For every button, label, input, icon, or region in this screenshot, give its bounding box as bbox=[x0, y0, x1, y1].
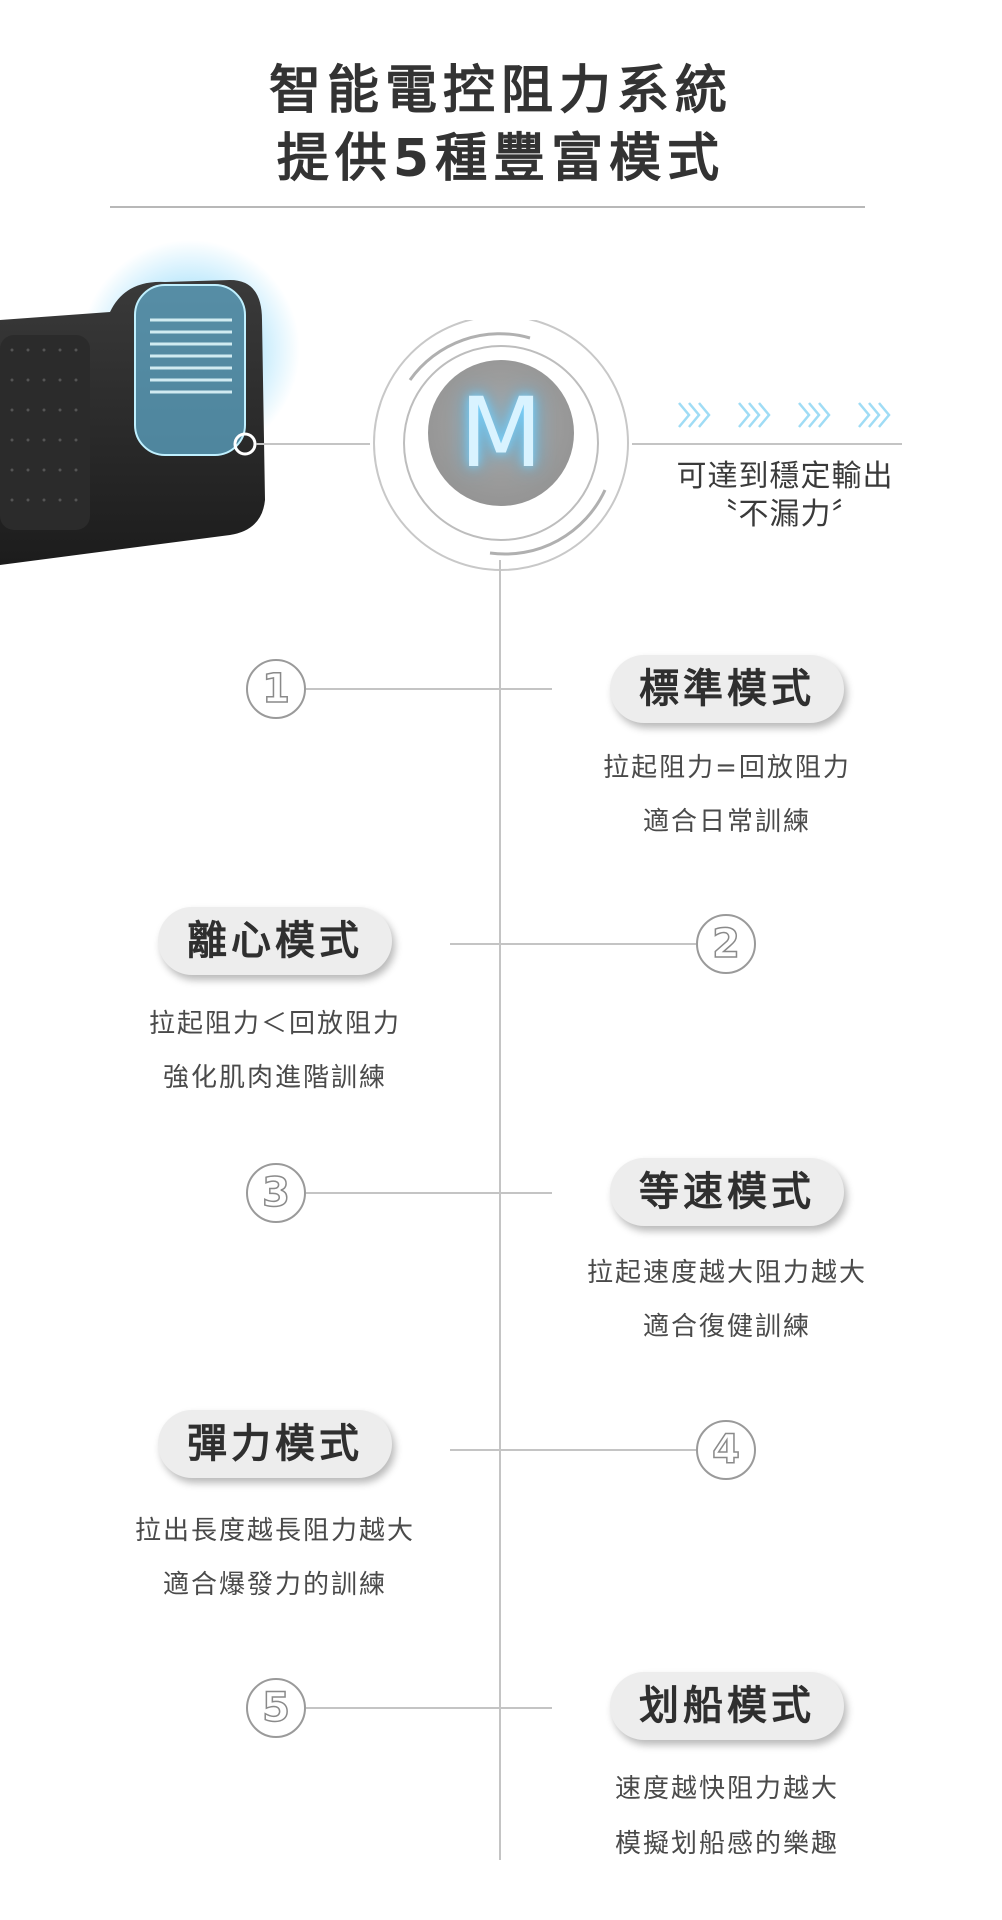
output-description: 可達到穩定輸出 〝不漏力〞 bbox=[665, 458, 905, 534]
mode-1-connector bbox=[306, 688, 552, 690]
mode-number-1: 1 bbox=[246, 659, 306, 719]
mode-2-connector bbox=[450, 943, 696, 945]
motor-logo: M bbox=[428, 360, 574, 506]
mode-1-pill: 標準模式 bbox=[610, 655, 844, 723]
title-divider bbox=[110, 206, 865, 208]
mode-5-desc1: 速度越快阻力越大 bbox=[614, 1774, 839, 1804]
mode-number-4: 4 bbox=[696, 1420, 756, 1480]
mode-1-desc2: 適合日常訓練 bbox=[642, 807, 811, 837]
output-line2: 〝不漏力〞 bbox=[707, 497, 863, 532]
output-line1: 可達到穩定輸出 bbox=[676, 459, 894, 494]
mode-3-connector bbox=[306, 1192, 552, 1194]
mode-3-desc1: 拉起速度越大阻力越大 bbox=[586, 1258, 867, 1288]
mode-2-desc1: 拉起阻力＜回放阻力 bbox=[148, 1009, 401, 1039]
mode-4-desc2: 適合爆發力的訓練 bbox=[162, 1570, 387, 1600]
device-image bbox=[0, 240, 300, 565]
mode-2-pill: 離心模式 bbox=[158, 907, 392, 975]
mode-3-pill: 等速模式 bbox=[610, 1158, 844, 1226]
page-title-line1: 智能電控阻力系統 bbox=[268, 61, 733, 121]
mode-4-desc1: 拉出長度越長阻力越大 bbox=[134, 1516, 415, 1546]
mode-5-connector bbox=[306, 1707, 552, 1709]
motor-ring-graphic bbox=[373, 320, 629, 571]
mode-4-connector bbox=[450, 1449, 696, 1451]
center-to-device-line bbox=[300, 443, 370, 445]
mode-5-pill: 划船模式 bbox=[610, 1672, 844, 1740]
mode-4-pill: 彈力模式 bbox=[158, 1410, 392, 1478]
mode-1-desc1: 拉起阻力=回放阻力 bbox=[603, 753, 851, 783]
timeline-line bbox=[499, 560, 501, 1860]
chevron-arrows-icon bbox=[678, 402, 891, 428]
mode-number-2: 2 bbox=[696, 914, 756, 974]
mode-number-3: 3 bbox=[246, 1163, 306, 1223]
page-title-line2: 提供5種豐富模式 bbox=[276, 129, 726, 189]
center-to-output-line bbox=[632, 443, 902, 445]
mode-5-desc2: 模擬划船感的樂趣 bbox=[614, 1829, 839, 1859]
mode-2-desc2: 強化肌肉進階訓練 bbox=[162, 1063, 387, 1093]
mode-3-desc2: 適合復健訓練 bbox=[642, 1312, 811, 1342]
mode-number-5: 5 bbox=[246, 1678, 306, 1738]
